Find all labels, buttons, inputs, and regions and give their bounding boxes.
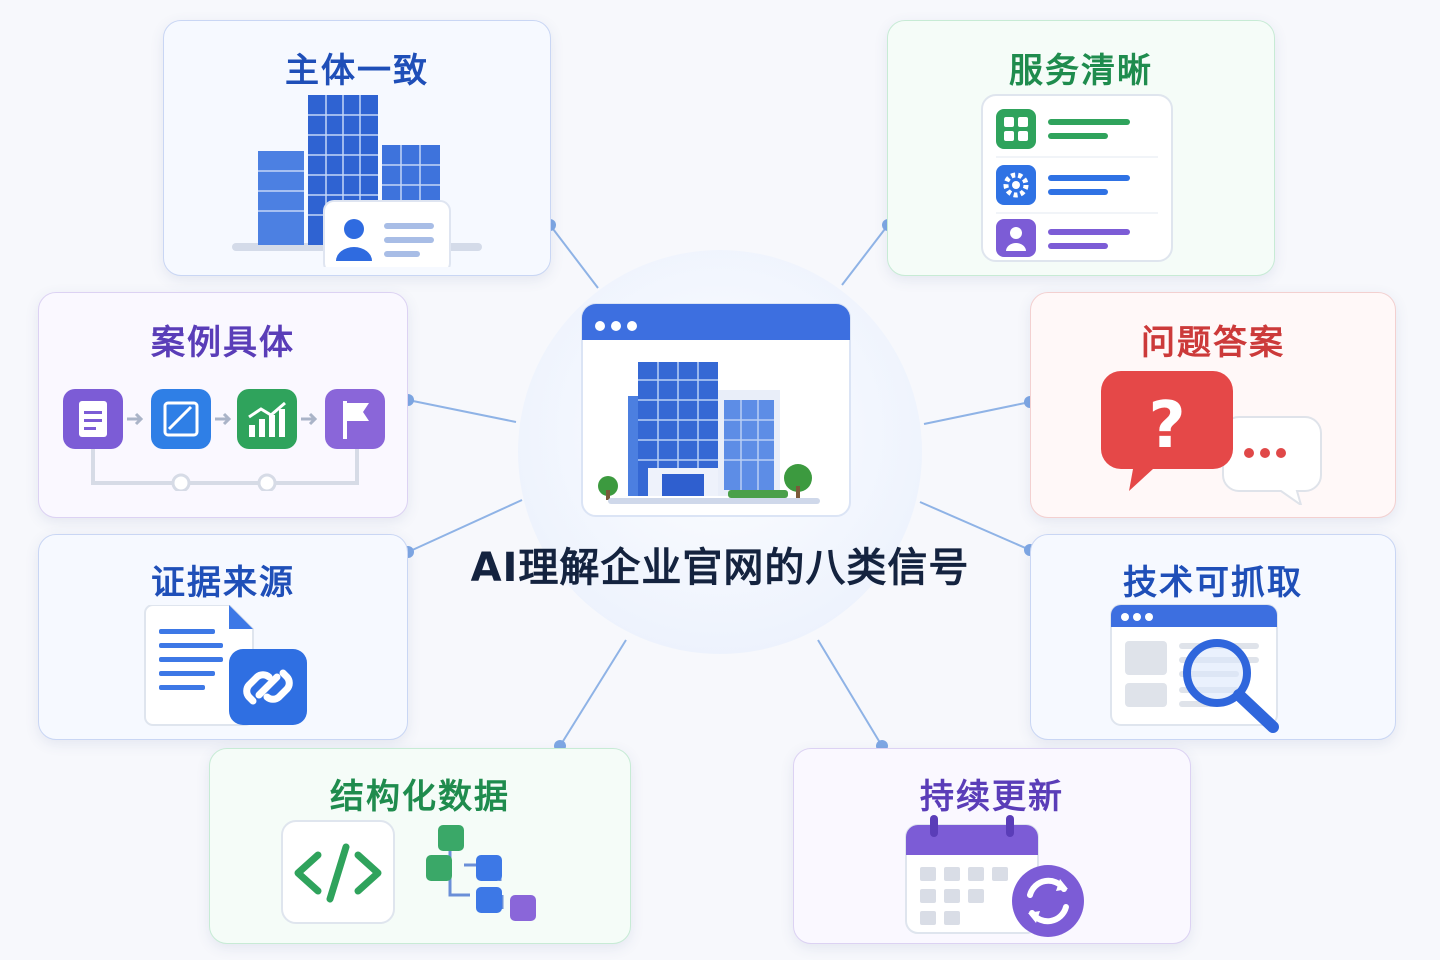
signal-label-qa: 问题答案 [1141, 323, 1285, 363]
office-building-id-card-icon [232, 95, 482, 267]
connector-service [841, 224, 889, 286]
website-building-icon [581, 303, 851, 517]
signal-card-service: 服务清晰 [887, 20, 1275, 276]
connector-crawl [919, 501, 1031, 551]
signal-card-crawl: 技术可抓取 [1030, 534, 1396, 740]
connector-case [407, 399, 517, 423]
webpage-search-icon [1110, 604, 1279, 733]
signal-card-case: 案例具体 [38, 292, 408, 518]
calendar-refresh-icon [905, 815, 1084, 937]
signal-label-service: 服务清晰 [1009, 51, 1153, 91]
signal-label-evidence: 证据来源 [151, 563, 295, 603]
service-list-icon [981, 94, 1173, 262]
connector-structured [559, 639, 627, 747]
connector-evidence [407, 499, 523, 553]
signal-card-entity: 主体一致 [163, 20, 551, 276]
document-link-icon [144, 605, 307, 726]
center-title: AI理解企业官网的八类信号 [470, 545, 970, 591]
signal-label-crawl: 技术可抓取 [1123, 563, 1303, 603]
signal-label-update: 持续更新 [920, 777, 1064, 817]
signal-label-entity: 主体一致 [285, 51, 429, 91]
signal-card-update: 持续更新 [793, 748, 1191, 944]
signal-label-case: 案例具体 [151, 323, 295, 363]
signal-label-structured: 结构化数据 [330, 777, 510, 817]
connector-qa [923, 401, 1031, 425]
signal-card-evidence: 证据来源 [38, 534, 408, 740]
svg-text:?: ? [1148, 389, 1185, 463]
signal-card-qa: 问题答案 ? [1030, 292, 1396, 518]
connector-entity [549, 224, 599, 289]
signal-card-structured: 结构化数据 [209, 748, 631, 944]
question-chat-icon: ? [1101, 371, 1322, 505]
connector-update [817, 639, 883, 747]
case-process-icon [63, 389, 385, 491]
code-structure-icon [281, 820, 536, 924]
